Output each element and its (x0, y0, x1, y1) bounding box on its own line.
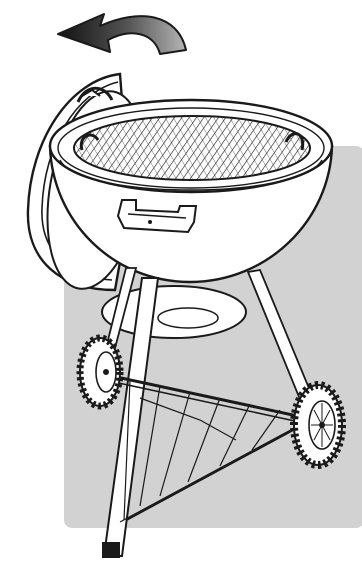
rotate-arrow-icon (58, 14, 186, 54)
wheel-right (294, 385, 342, 465)
wheel-left (80, 338, 120, 406)
